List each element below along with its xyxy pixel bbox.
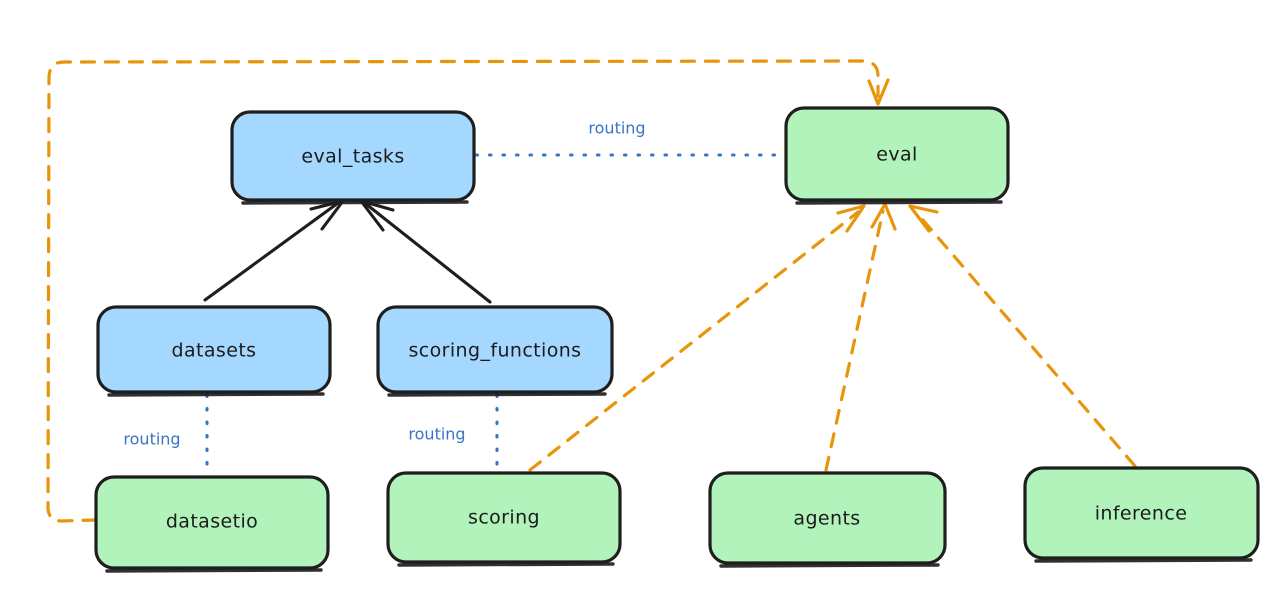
node-inference[interactable]: inference bbox=[1023, 466, 1260, 563]
edge-datasets-to-eval_tasks-path bbox=[203, 201, 340, 302]
edge-labels-layer: routing routing routing bbox=[123, 119, 645, 449]
node-eval_tasks-box bbox=[230, 110, 476, 202]
node-eval-box bbox=[784, 106, 1010, 202]
edge-datasetio-to-eval-arrowhead bbox=[867, 78, 890, 106]
edge-label-routing-top: routing bbox=[588, 119, 645, 138]
edge-scoring-to-eval-arrowhead bbox=[836, 204, 866, 233]
node-inference-label: inference bbox=[1095, 503, 1188, 525]
node-eval[interactable]: eval bbox=[784, 106, 1010, 205]
edge-agents-to-eval-path bbox=[824, 209, 885, 472]
node-eval-shadow bbox=[795, 200, 1003, 205]
node-inference-box bbox=[1023, 466, 1260, 560]
node-datasets-box bbox=[96, 305, 332, 394]
edge-label-routing-middle: routing bbox=[408, 425, 465, 444]
node-eval_tasks[interactable]: eval_tasks bbox=[230, 110, 476, 205]
node-datasets-label: datasets bbox=[172, 340, 257, 362]
node-datasetio[interactable]: datasetio bbox=[94, 475, 330, 573]
edge-scoring_functions-to-eval_tasks-path bbox=[364, 202, 492, 304]
edge-datasetio-to-eval-path bbox=[46, 59, 880, 523]
node-datasets-shadow bbox=[107, 392, 325, 397]
edge-scoring-to-eval-path bbox=[528, 210, 860, 472]
node-scoring-label: scoring bbox=[468, 507, 540, 529]
node-scoring_functions-label: scoring_functions bbox=[409, 340, 582, 362]
node-datasetio-shadow bbox=[105, 568, 323, 573]
node-agents-shadow bbox=[719, 563, 940, 568]
node-agents-label: agents bbox=[793, 508, 860, 530]
edge-datasetio-to-eval bbox=[46, 59, 890, 523]
nodes-layer: eval_tasks eval datasets scoring_functio… bbox=[94, 106, 1260, 573]
edge-inference-to-eval-path bbox=[914, 210, 1137, 468]
edge-datasets-to-eval_tasks-arrowhead bbox=[309, 199, 345, 231]
edge-inference-to-eval-arrowhead bbox=[908, 204, 939, 233]
edge-scoring_functions-to-eval_tasks bbox=[359, 199, 492, 304]
edge-agents-to-eval bbox=[824, 202, 897, 472]
node-agents[interactable]: agents bbox=[708, 471, 947, 568]
node-eval_tasks-shadow bbox=[241, 200, 469, 205]
node-scoring-shadow bbox=[397, 562, 615, 567]
edge-agents-to-eval-arrowhead bbox=[870, 202, 897, 231]
node-datasets[interactable]: datasets bbox=[96, 305, 332, 397]
node-datasetio-box bbox=[94, 475, 330, 570]
node-scoring[interactable]: scoring bbox=[386, 471, 622, 567]
edges-layer bbox=[46, 59, 1137, 523]
node-eval-label: eval bbox=[876, 144, 917, 166]
node-scoring_functions[interactable]: scoring_functions bbox=[376, 305, 614, 397]
edge-inference-to-eval bbox=[908, 204, 1137, 468]
edge-datasets-to-eval_tasks bbox=[203, 199, 345, 302]
node-scoring_functions-box bbox=[376, 305, 614, 394]
node-scoring-box bbox=[386, 471, 622, 564]
edge-scoring-to-eval bbox=[528, 204, 866, 472]
edge-label-routing-left: routing bbox=[123, 430, 180, 449]
node-eval_tasks-label: eval_tasks bbox=[301, 146, 404, 168]
node-scoring_functions-shadow bbox=[387, 392, 607, 397]
node-agents-box bbox=[708, 471, 947, 565]
edge-scoring_functions-to-eval_tasks-arrowhead bbox=[359, 199, 395, 232]
node-datasetio-label: datasetio bbox=[166, 511, 258, 533]
node-inference-shadow bbox=[1034, 558, 1253, 563]
